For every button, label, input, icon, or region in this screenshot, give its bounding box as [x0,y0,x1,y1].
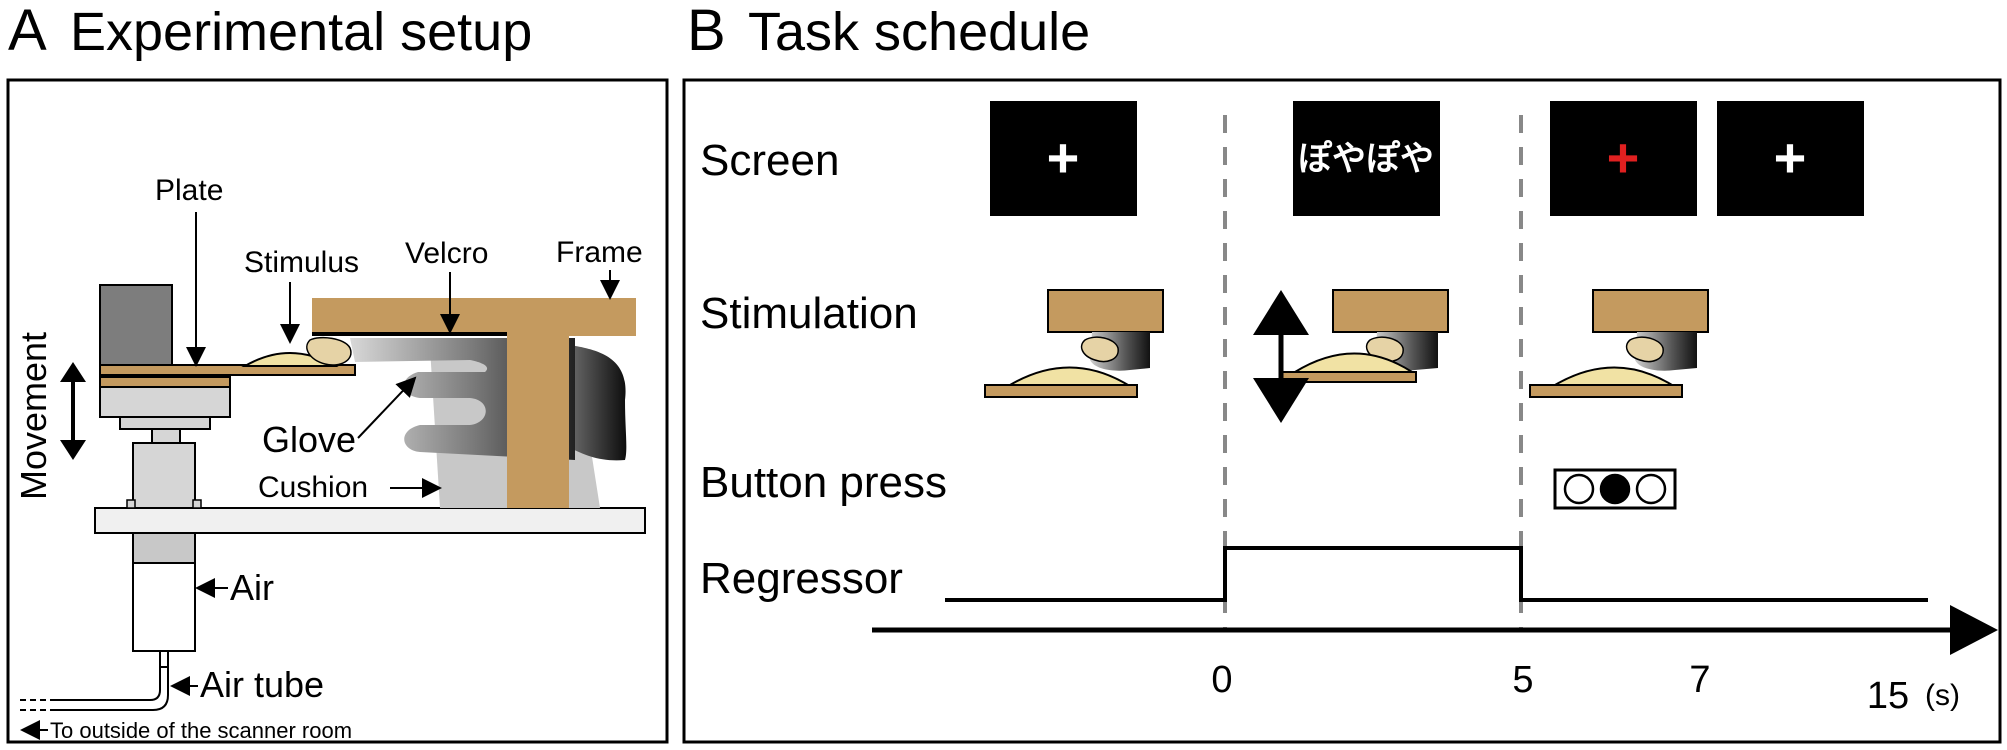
actuator-foot-left [126,499,136,509]
air-tube-label: Air tube [200,664,324,705]
regressor-boxcar [945,546,1928,602]
cushion-label: Cushion [258,471,368,504]
glove-label: Glove [262,419,356,460]
air-piston [132,532,196,564]
stimulus-label: Stimulus [244,246,359,279]
tick-5: 5 [1512,659,1533,701]
movement-label: Movement [13,332,54,500]
button-left [1563,473,1595,505]
tick-15: 15 [1867,675,1909,717]
air-cylinder [132,562,196,652]
plate-top [99,364,356,376]
actuator-body [132,442,196,509]
air-tube-nozzle [159,650,169,668]
panel-a-letter: A [8,0,47,63]
plate-label: Plate [155,174,223,207]
velcro-label: Velcro [405,237,488,270]
row-label-button-press: Button press [700,458,947,507]
screen-word [1293,101,1440,216]
button-middle-pressed [1599,473,1631,505]
panel-b-frame [682,78,2002,744]
panel-b: B Task schedule Screen Stimulation Butto… [682,0,2002,744]
row-label-screen: Screen [700,136,839,185]
row-label-regressor: Regressor [700,554,903,603]
button-right [1635,473,1667,505]
screen-response-cue [1550,101,1697,216]
air-tube-outer [55,667,161,701]
fingertip [306,336,352,366]
movement-arrow [60,362,86,460]
actuator-plate [99,386,231,418]
actuator-foot-right [192,499,202,509]
base-plate [94,507,646,534]
panel-a-frame [6,78,669,744]
button-box [1553,468,1677,510]
stimulation-pre [984,289,1164,398]
screen-fixation-end [1717,101,1864,216]
panel-a: A Experimental setup [6,0,669,744]
stimulation-post [1529,289,1709,398]
screen-fixation [990,101,1137,216]
time-axis-arrowhead [1950,605,1998,655]
row-label-stimulation: Stimulation [700,289,918,338]
time-unit: (s) [1925,679,1960,712]
vibration-arrow [1253,290,1309,423]
tick-7: 7 [1689,659,1710,701]
air-label: Air [230,567,274,608]
stimulation-active [1279,289,1449,383]
hand-back [570,345,627,461]
actuator-neck [151,428,181,444]
actuator-head [99,284,173,366]
tick-0: 0 [1211,659,1232,701]
glove-arrow [357,376,417,439]
frame-label: Frame [556,236,643,269]
outside-label: To outside of the scanner room [50,718,352,743]
panel-b-title: Task schedule [748,2,1090,62]
screen-fixation-end-symbol: + [1774,126,1807,189]
screen-word-text: ぽやぽや [1298,139,1434,178]
frame-top [312,298,636,336]
panel-b-letter: B [687,0,726,63]
panel-a-title: Experimental setup [70,2,532,62]
screen-fixation-symbol: + [1047,126,1080,189]
frame-post [507,336,569,508]
screen-response-cue-symbol: + [1607,126,1640,189]
plate-bottom [99,376,231,388]
actuator-collar [119,416,211,430]
air-tube-inner [55,667,169,711]
